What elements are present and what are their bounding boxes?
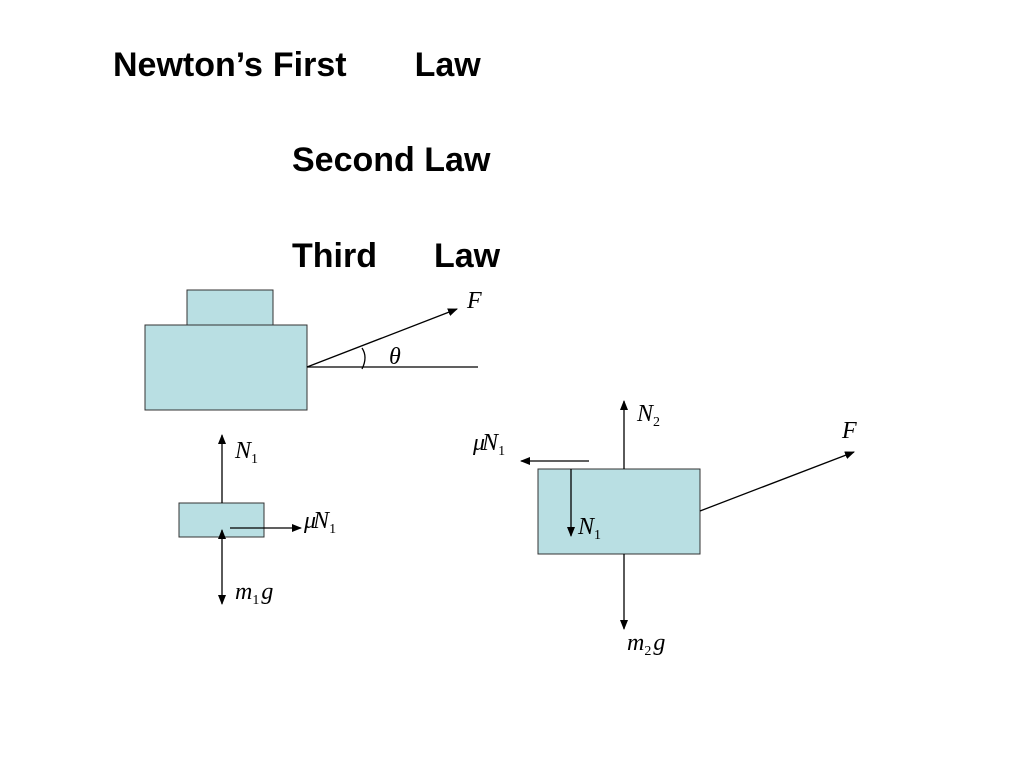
- friction-force-label: μN1: [303, 508, 336, 537]
- applied-force-arrow: [306, 308, 458, 368]
- angle-arc: [361, 347, 366, 370]
- applied-force-arrow: [699, 451, 855, 512]
- ground-normal-force-label: N2: [636, 401, 660, 430]
- title-word-first: First: [272, 46, 347, 84]
- force-label: F: [466, 288, 482, 314]
- friction-force-label: μN1: [472, 430, 505, 459]
- stacked-blocks: [144, 289, 308, 411]
- weight-label: m1g: [235, 579, 273, 608]
- top-block: [186, 289, 274, 326]
- title-word-law: Law: [424, 141, 491, 179]
- title-second-law: Second Law: [292, 143, 490, 177]
- applied-force-label: F: [841, 418, 857, 444]
- title-word-newtons: Newton’s: [113, 46, 263, 84]
- normal-force-label: N1: [234, 438, 258, 467]
- normal-from-top-label: N1: [577, 514, 601, 543]
- fbd-bottom-block-body: [537, 468, 701, 555]
- title-third-law: Third Law: [292, 239, 500, 273]
- bottom-block: [144, 324, 308, 411]
- weight-label: m2g: [627, 630, 665, 659]
- title-word-third: Third: [292, 237, 377, 275]
- title-word-law: Law: [433, 237, 501, 275]
- title-word-second: Second: [292, 141, 415, 179]
- angle-label: θ: [389, 344, 401, 370]
- fbd-bottom-block: N2 F μN1 N1 m2g: [472, 400, 857, 659]
- fbd-top-block: N1 μN1 m1g: [178, 434, 336, 608]
- title-word-law: Law: [414, 46, 481, 84]
